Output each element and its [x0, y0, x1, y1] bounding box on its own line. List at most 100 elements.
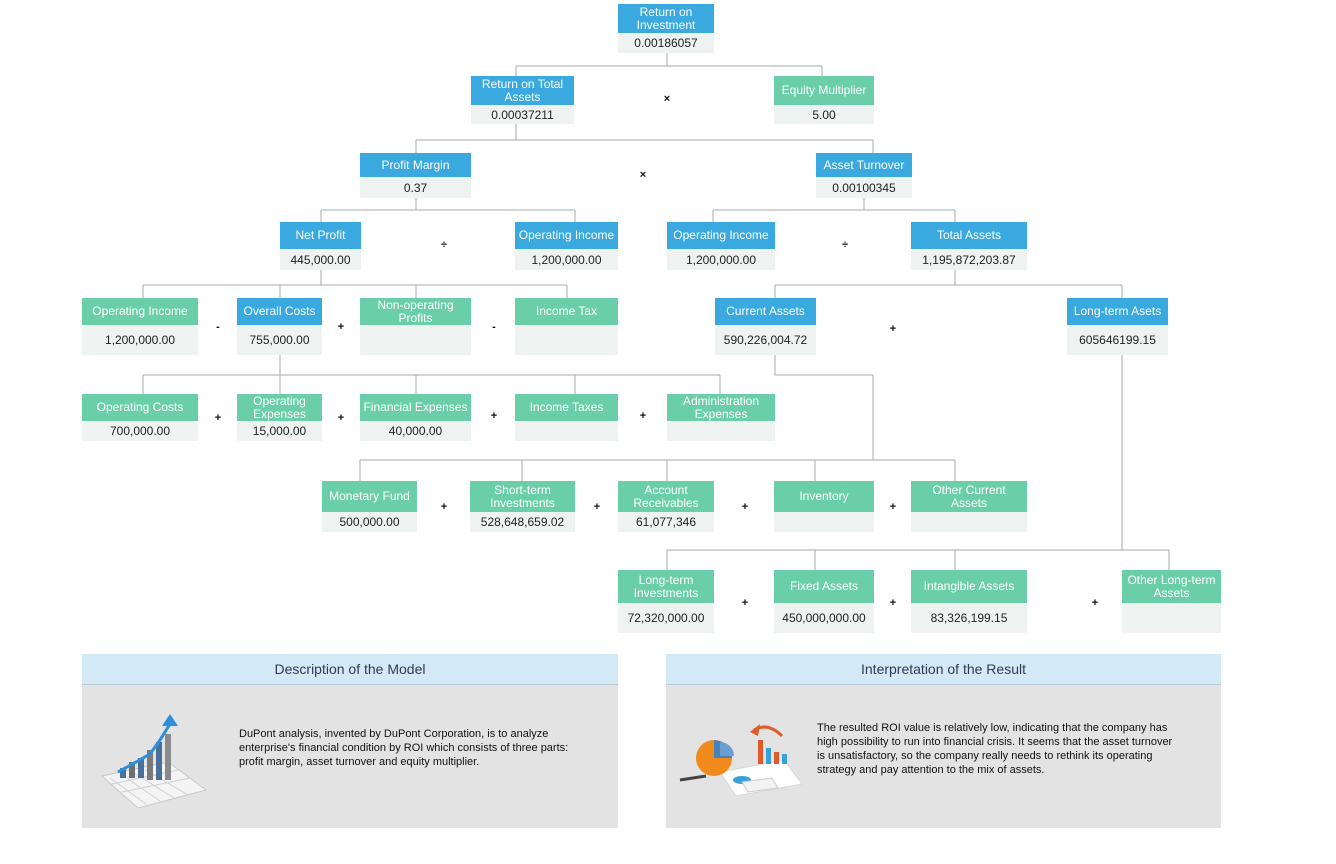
node-non-operating-profits[interactable]: Non-operating Profits [360, 298, 471, 355]
node-income-tax[interactable]: Income Tax [515, 298, 618, 355]
node-label: Operating Income [667, 222, 775, 249]
plus-operator: + [1091, 597, 1099, 609]
node-value: 72,320,000.00 [618, 603, 714, 633]
node-financial-expenses[interactable]: Financial Expenses 40,000.00 [360, 394, 471, 441]
node-value: 1,200,000.00 [515, 249, 618, 270]
node-value: 590,226,004.72 [715, 325, 816, 355]
node-long-term-assets[interactable]: Long-term Asets 605646199.15 [1067, 298, 1168, 355]
node-operating-income-2[interactable]: Operating Income 1,200,000.00 [667, 222, 775, 270]
node-value: 755,000.00 [237, 325, 322, 355]
node-label: Short-term Investments [470, 481, 575, 512]
minus-operator: - [492, 321, 496, 333]
node-value [911, 512, 1027, 532]
node-label: Return on Investment [618, 4, 714, 33]
node-value: 700,000.00 [82, 421, 198, 441]
node-label: Equity Multiplier [774, 76, 874, 105]
plus-operator: + [889, 597, 897, 609]
multiply-operator: × [639, 169, 647, 181]
node-intangible-assets[interactable]: Intangible Assets 83,326,199.15 [911, 570, 1027, 633]
node-value: 528,648,659.02 [470, 512, 575, 532]
interpretation-text: The resulted ROI value is relatively low… [817, 722, 1173, 776]
node-value: 450,000,000.00 [774, 603, 874, 633]
node-value: 0.00186057 [618, 33, 714, 53]
node-label: Operating Costs [82, 394, 198, 421]
node-account-receivables[interactable]: Account Receivables 61,077,346 [618, 481, 714, 532]
node-label: Long-term Investments [618, 570, 714, 603]
node-inventory[interactable]: Inventory [774, 481, 874, 532]
minus-operator: - [216, 321, 220, 333]
node-label: Long-term Asets [1067, 298, 1168, 325]
node-overall-costs[interactable]: Overall Costs 755,000.00 [237, 298, 322, 355]
growth-chart-icon [100, 714, 208, 809]
node-label: Monetary Fund [322, 481, 417, 512]
node-value: 500,000.00 [322, 512, 417, 532]
node-value [1122, 603, 1221, 633]
plus-operator: + [440, 501, 448, 513]
node-return-on-investment[interactable]: Return on Investment 0.00186057 [618, 4, 714, 53]
node-label: Other Current Assets [911, 481, 1027, 512]
node-value [774, 512, 874, 532]
node-label: Other Long-term Assets [1122, 570, 1221, 603]
node-asset-turnover[interactable]: Asset Turnover 0.00100345 [816, 153, 912, 198]
node-long-term-investments[interactable]: Long-term Investments 72,320,000.00 [618, 570, 714, 633]
node-value [360, 325, 471, 355]
node-label: Fixed Assets [774, 570, 874, 603]
multiply-operator: × [663, 93, 671, 105]
interpretation-title: Interpretation of the Result [666, 654, 1221, 685]
node-label: Operating Income [82, 298, 198, 325]
plus-operator: + [490, 410, 498, 422]
plus-operator: + [889, 501, 897, 513]
plus-operator: + [639, 410, 647, 422]
plus-operator: + [214, 412, 222, 424]
node-operating-income-3[interactable]: Operating Income 1,200,000.00 [82, 298, 198, 355]
node-label: Net Profit [280, 222, 361, 249]
node-label: Operating Income [515, 222, 618, 249]
description-text: DuPont analysis, invented by DuPont Corp… [239, 728, 569, 768]
node-return-on-total-assets[interactable]: Return on Total Assets 0.00037211 [471, 76, 574, 124]
interpretation-panel: Interpretation of the Result The resulte… [666, 654, 1221, 828]
node-value: 5.00 [774, 105, 874, 124]
plus-operator: + [741, 501, 749, 513]
node-operating-costs[interactable]: Operating Costs 700,000.00 [82, 394, 198, 441]
node-value: 0.37 [360, 177, 471, 198]
divide-operator: ÷ [440, 239, 448, 251]
node-label: Return on Total Assets [471, 76, 574, 105]
node-operating-expenses[interactable]: Operating Expenses 15,000.00 [237, 394, 322, 441]
node-monetary-fund[interactable]: Monetary Fund 500,000.00 [322, 481, 417, 532]
node-label: Account Receivables [618, 481, 714, 512]
node-value: 445,000.00 [280, 249, 361, 270]
node-value: 0.00037211 [471, 105, 574, 124]
node-other-current-assets[interactable]: Other Current Assets [911, 481, 1027, 532]
plus-operator: + [741, 597, 749, 609]
node-fixed-assets[interactable]: Fixed Assets 450,000,000.00 [774, 570, 874, 633]
node-operating-income-1[interactable]: Operating Income 1,200,000.00 [515, 222, 618, 270]
node-label: Operating Expenses [237, 394, 322, 421]
node-label: Income Taxes [515, 394, 618, 421]
node-value: 61,077,346 [618, 512, 714, 532]
node-short-term-investments[interactable]: Short-term Investments 528,648,659.02 [470, 481, 575, 532]
node-label: Overall Costs [237, 298, 322, 325]
node-income-taxes[interactable]: Income Taxes [515, 394, 618, 441]
node-value: 605646199.15 [1067, 325, 1168, 355]
node-value: 15,000.00 [237, 421, 322, 441]
node-administration-expenses[interactable]: Administration Expenses [667, 394, 775, 441]
node-current-assets[interactable]: Current Assets 590,226,004.72 [715, 298, 816, 355]
node-label: Inventory [774, 481, 874, 512]
plus-operator: + [593, 501, 601, 513]
analytics-report-icon [679, 724, 803, 797]
node-value [515, 325, 618, 355]
description-panel: Description of the Model DuPont analysis… [82, 654, 618, 828]
divide-operator: ÷ [841, 239, 849, 251]
node-other-long-term-assets[interactable]: Other Long-term Assets [1122, 570, 1221, 633]
node-value [515, 421, 618, 441]
node-profit-margin[interactable]: Profit Margin 0.37 [360, 153, 471, 198]
plus-operator: + [337, 412, 345, 424]
node-net-profit[interactable]: Net Profit 445,000.00 [280, 222, 361, 270]
node-label: Financial Expenses [360, 394, 471, 421]
node-equity-multiplier[interactable]: Equity Multiplier 5.00 [774, 76, 874, 124]
node-label: Non-operating Profits [360, 298, 471, 325]
node-value [667, 421, 775, 441]
node-total-assets[interactable]: Total Assets 1,195,872,203.87 [911, 222, 1027, 270]
node-value: 83,326,199.15 [911, 603, 1027, 633]
